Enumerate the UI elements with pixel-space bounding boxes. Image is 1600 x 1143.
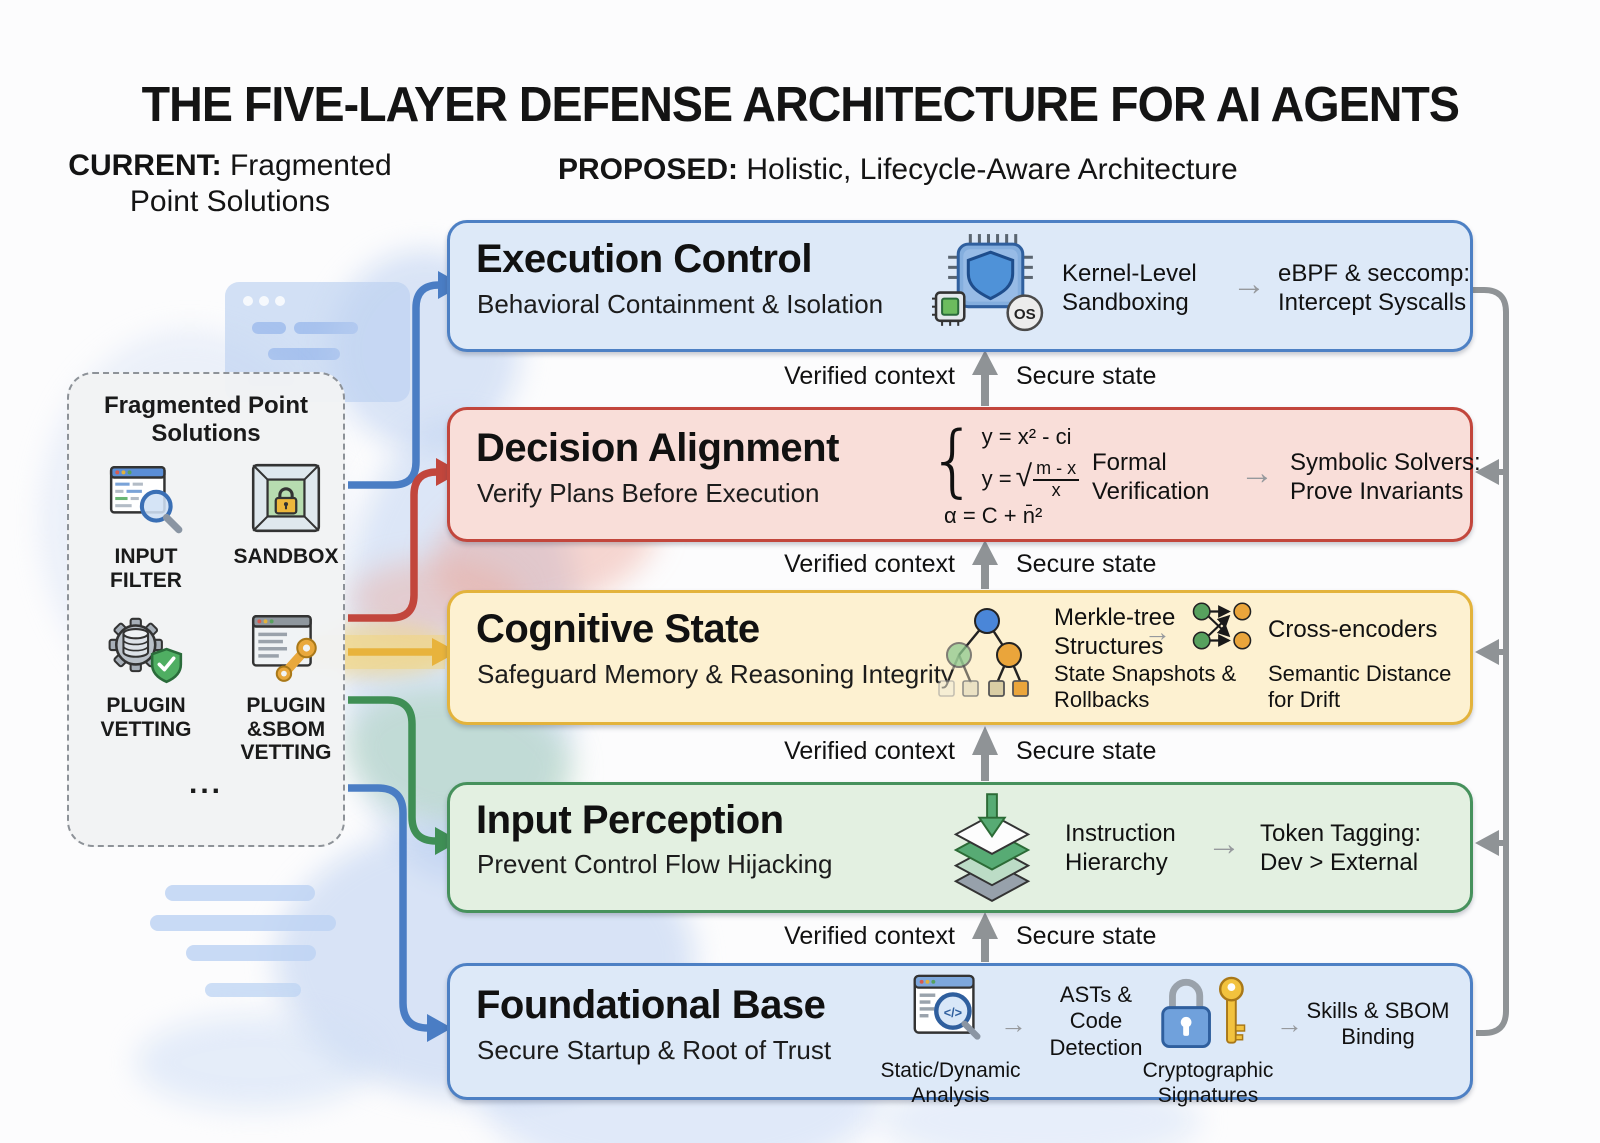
plugin-vetting-icon	[108, 618, 183, 684]
gap-labels: Verified context Secure state	[0, 550, 1600, 582]
method-label: Kernel-Level Sandboxing	[1062, 260, 1197, 317]
method-label: Formal Verification	[1092, 449, 1210, 506]
code-glyph: </>	[944, 1006, 962, 1020]
layer-decision-alignment: Decision Alignment Verify Plans Before E…	[447, 407, 1481, 542]
layer-title: Cognitive State	[476, 607, 760, 651]
brace: {	[928, 415, 978, 506]
icon-caption: Static/Dynamic Analysis	[880, 1059, 1021, 1108]
current-prefix: CURRENT:	[68, 149, 222, 182]
current-heading: CURRENT: Fragmented Point Solutions	[60, 148, 400, 220]
bg-skeleton-bar	[259, 296, 269, 306]
fragmented-item-label: PLUGIN VETTING	[100, 694, 192, 741]
layer-title: Decision Alignment	[476, 426, 839, 470]
technique-label: Token Tagging: Dev > External	[1260, 820, 1422, 877]
verified-context-label: Verified context	[784, 737, 955, 765]
technique-label: Cross-encoders	[1268, 616, 1438, 643]
secure-state-label: Secure state	[1016, 550, 1157, 578]
technique-label: Symbolic Solvers: Prove Invariants	[1290, 449, 1481, 506]
bg-skeleton-bar	[252, 322, 286, 334]
chip-shield-os-icon: OS	[932, 234, 1044, 332]
fragmented-item-label: PLUGIN &SBOM VETTING	[240, 694, 332, 765]
bg-skeleton-bar	[165, 885, 315, 901]
arrow-to-foundational-base	[348, 784, 452, 1042]
bg-skeleton-bar	[186, 945, 316, 961]
verified-context-label: Verified context	[784, 550, 955, 578]
list-item-sandbox: SANDBOX	[225, 457, 347, 592]
method-note: State Snapshots & Rollbacks	[1054, 661, 1237, 712]
arrow-right-icon	[1232, 267, 1266, 301]
fragmented-box-title: Fragmented Point Solutions	[103, 392, 308, 447]
merkle-tree-icon	[938, 608, 1029, 697]
proposed-prefix: PROPOSED:	[558, 153, 739, 186]
verified-context-label: Verified context	[784, 922, 955, 950]
os-badge-label: OS	[1014, 306, 1036, 323]
bg-blob	[135, 1015, 375, 1110]
fragmented-more-ellipsis: ...	[188, 766, 223, 800]
right-feedback-line	[1473, 287, 1509, 1036]
gap-labels: Verified context Secure state	[0, 737, 1600, 769]
bg-skeleton-bar	[150, 915, 336, 931]
technique-note: Semantic Distance for Drift	[1268, 661, 1452, 712]
arrow-right-icon	[1207, 827, 1241, 861]
method-label: ASTs & Code Detection	[1049, 982, 1143, 1060]
layer-subtitle: Behavioral Containment & Isolation	[477, 289, 884, 319]
arrow-right-icon	[1240, 456, 1274, 490]
input-filter-icon	[109, 466, 183, 534]
layer-subtitle: Safeguard Memory & Reasoning Integrity	[477, 659, 954, 689]
plugin-sbom-vetting-icon	[251, 615, 317, 683]
sandbox-icon	[251, 464, 321, 533]
layer-execution-control: Execution Control Behavioral Containment…	[447, 220, 1473, 352]
technique-label: eBPF & seccomp: Intercept Syscalls	[1278, 260, 1471, 317]
arrow-right-icon	[1000, 1011, 1027, 1038]
layer-title: Execution Control	[476, 237, 812, 281]
secure-state-label: Secure state	[1016, 922, 1157, 950]
fragmented-items-grid: INPUT FILTER SANDBOX	[69, 457, 343, 765]
equation-3: α = C + n̄²	[944, 503, 1043, 529]
fragmented-item-label: INPUT FILTER	[110, 545, 182, 592]
layer-subtitle: Prevent Control Flow Hijacking	[477, 849, 833, 879]
fragmented-item-label: SANDBOX	[233, 545, 339, 569]
layer-title: Foundational Base	[476, 983, 826, 1027]
page-title: THE FIVE-LAYER DEFENSE ARCHITECTURE FOR …	[141, 77, 1459, 132]
bg-skeleton-bar	[275, 296, 285, 306]
equation-1: y = x² - ci	[981, 424, 1072, 449]
secure-state-label: Secure state	[1016, 737, 1157, 765]
verified-context-label: Verified context	[784, 362, 955, 390]
secure-state-label: Secure state	[1016, 362, 1157, 390]
layer-foundational-base: Foundational Base Secure Startup & Root …	[447, 963, 1473, 1107]
layer-title: Input Perception	[476, 798, 784, 842]
instruction-stack-icon	[953, 793, 1031, 902]
gap-labels: Verified context Secure state	[0, 922, 1600, 954]
gap-labels: Verified context Secure state	[0, 362, 1600, 394]
secure-state-up-arrows	[972, 350, 998, 962]
bg-skeleton-bar	[243, 296, 253, 306]
code-scan-icon: </>	[913, 974, 981, 1040]
method-label: Instruction Hierarchy	[1065, 820, 1176, 877]
lock-key-icon	[1161, 976, 1246, 1049]
layer-subtitle: Secure Startup & Root of Trust	[477, 1035, 832, 1065]
list-item-input-filter: INPUT FILTER	[85, 457, 207, 592]
arrow-to-cognitive-state	[348, 638, 458, 666]
arrow-right-icon	[1144, 619, 1171, 646]
bg-skeleton-bar	[268, 348, 340, 360]
icon-caption: Cryptographic Signatures	[1142, 1059, 1274, 1108]
proposed-heading: PROPOSED: Holistic, Lifecycle-Aware Arch…	[558, 152, 1458, 188]
layer-input-perception: Input Perception Prevent Control Flow Hi…	[447, 782, 1473, 913]
layer-subtitle: Verify Plans Before Execution	[477, 478, 820, 508]
current-text: Fragmented Point Solutions	[129, 149, 392, 218]
cross-encoder-icon	[1192, 602, 1252, 650]
list-item-plugin-vetting: PLUGIN VETTING	[85, 606, 207, 765]
technique-label: Skills & SBOM Binding	[1306, 998, 1450, 1050]
fragmented-solutions-box: Fragmented Point Solutions INPUT FILTER	[67, 372, 345, 847]
list-item-plugin-sbom-vetting: PLUGIN &SBOM VETTING	[225, 606, 347, 765]
bg-skeleton-bar	[205, 983, 301, 997]
proposed-text: Holistic, Lifecycle-Aware Architecture	[738, 153, 1238, 186]
layer-cognitive-state: Cognitive State Safeguard Memory & Reaso…	[447, 590, 1473, 725]
